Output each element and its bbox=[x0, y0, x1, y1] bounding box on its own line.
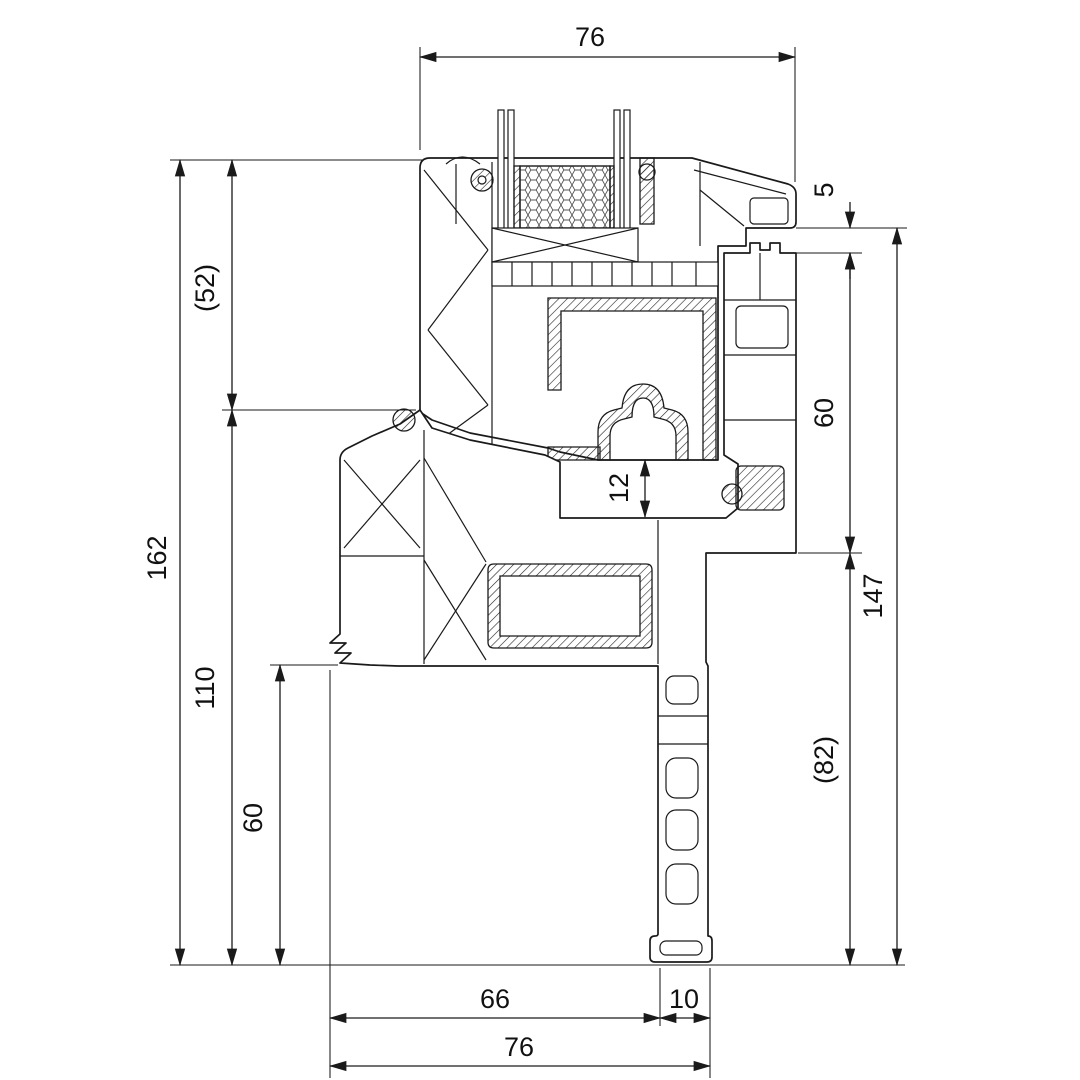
drawing-line bbox=[491, 227, 639, 263]
drawing-line bbox=[693, 169, 787, 195]
dimension-labels: 76 162 (52) 110 60 5 60 (82) 147 12 66 1… bbox=[142, 22, 888, 1062]
steel-band bbox=[547, 297, 717, 461]
dim-label-82: (82) bbox=[809, 736, 839, 784]
drawing-line bbox=[343, 459, 421, 549]
frame-right-wall-details bbox=[392, 253, 796, 511]
butyl-seal-left bbox=[513, 165, 521, 229]
gasket-top-right-icon bbox=[638, 163, 656, 181]
cell-row bbox=[491, 261, 719, 287]
dim-label-147: 147 bbox=[858, 573, 888, 618]
glass-pane-outer-1 bbox=[497, 109, 505, 233]
glazing-unit bbox=[445, 109, 719, 287]
dim-label-12: 12 bbox=[604, 473, 634, 503]
foot-slot bbox=[659, 940, 703, 956]
glazing-bead-left bbox=[445, 156, 656, 224]
dim-label-bottom-76: 76 bbox=[504, 1032, 534, 1062]
drawing-line bbox=[423, 559, 487, 661]
insulation-block bbox=[735, 465, 785, 511]
glass-pane-inner-2 bbox=[623, 109, 631, 233]
drawing-line bbox=[665, 809, 699, 851]
drawing-line bbox=[665, 863, 699, 905]
dimension-annotations: 76 162 (52) 110 60 5 60 (82) 147 12 66 1… bbox=[142, 22, 907, 1078]
dim-label-10: 10 bbox=[669, 984, 699, 1014]
dim-label-left-60: 60 bbox=[238, 803, 268, 833]
drawing-line bbox=[423, 563, 487, 661]
drawing-line bbox=[699, 189, 745, 227]
dim-label-66: 66 bbox=[480, 984, 510, 1014]
steel-band-bottom bbox=[547, 446, 601, 461]
frame-chamber-struts bbox=[340, 430, 659, 664]
glass-pane-inner-1 bbox=[613, 109, 621, 233]
drawing-line bbox=[665, 675, 699, 705]
glass-pane-outer-2 bbox=[507, 109, 515, 233]
steel-reinforcement-sash bbox=[547, 297, 717, 461]
drawing-line bbox=[427, 329, 489, 406]
dim-label-110: 110 bbox=[190, 666, 220, 709]
drawing-line bbox=[749, 197, 789, 225]
gasket-pocket-icon bbox=[721, 483, 743, 505]
dim-label-5: 5 bbox=[809, 182, 839, 197]
drawing-line bbox=[427, 249, 489, 331]
drawing-line bbox=[735, 305, 789, 349]
dimension-lines bbox=[174, 51, 903, 1072]
gasket-frame-left-icon bbox=[392, 408, 416, 432]
drawing-line bbox=[445, 156, 481, 165]
dim-label-top-76: 76 bbox=[575, 22, 605, 52]
extension-arm-details bbox=[658, 675, 708, 956]
drawing-line bbox=[423, 457, 487, 563]
dim-label-162: 162 bbox=[142, 535, 172, 580]
sash-chamber-struts bbox=[423, 162, 789, 450]
hardware-groove bbox=[597, 383, 689, 461]
steel-reinforcement-frame bbox=[487, 563, 653, 649]
drawing-line bbox=[665, 757, 699, 799]
drawing-line bbox=[477, 175, 487, 185]
frame-profile bbox=[329, 242, 797, 963]
drawing-line bbox=[491, 261, 719, 287]
glazing-spacer-block bbox=[519, 165, 611, 229]
setting-block bbox=[491, 227, 639, 263]
dim-label-right-60: 60 bbox=[809, 398, 839, 428]
dim-label-52: (52) bbox=[190, 264, 220, 312]
